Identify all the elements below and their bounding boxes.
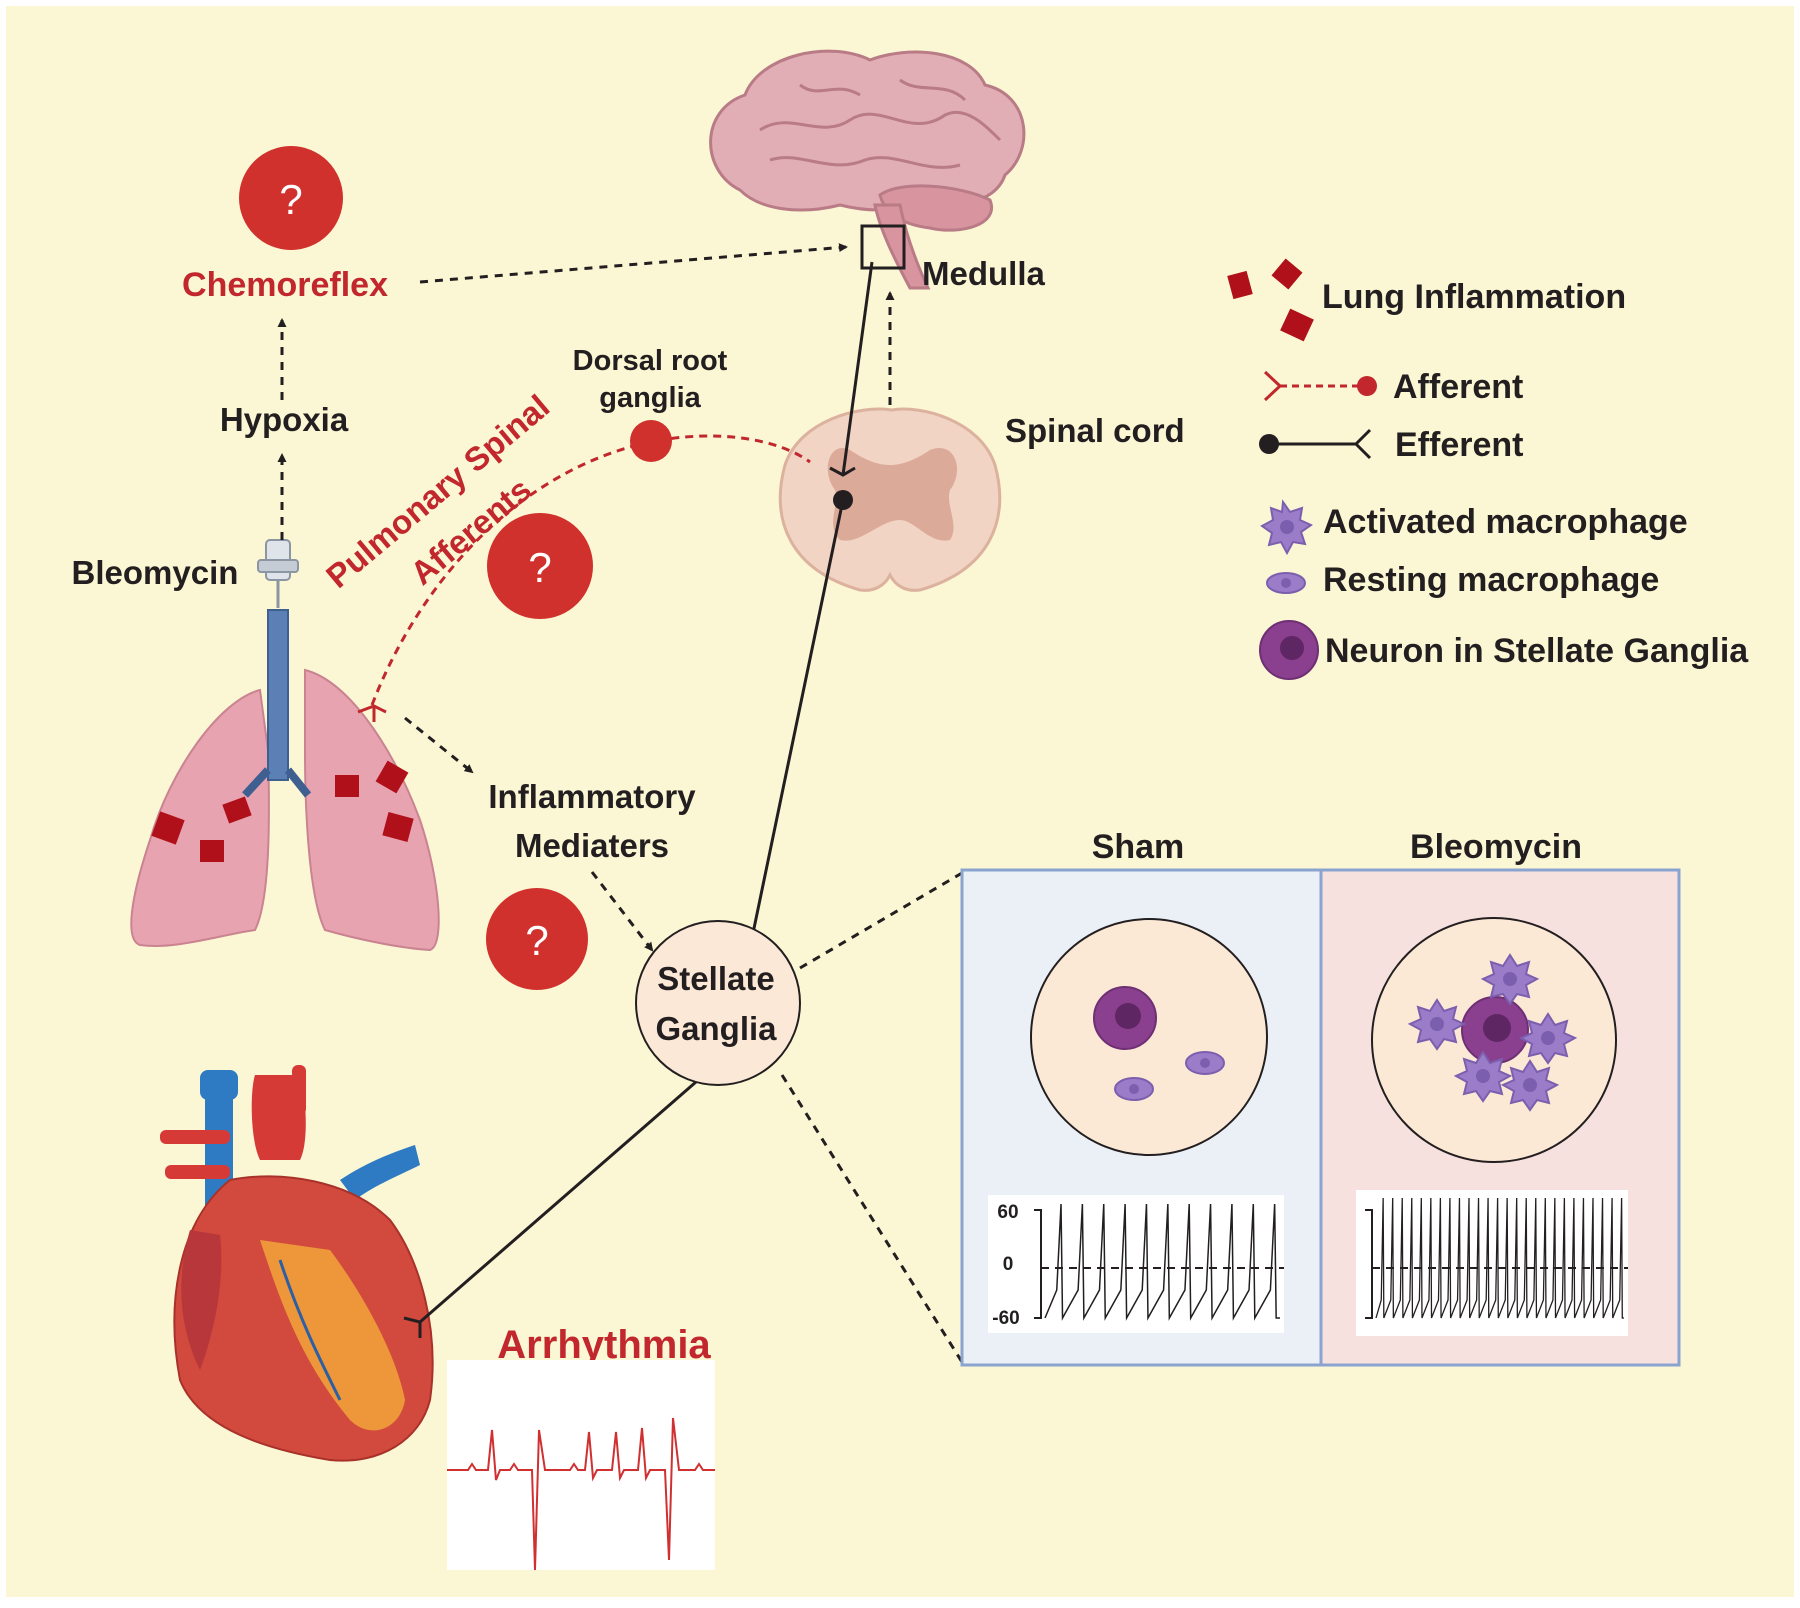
sham-trace-box (988, 1195, 1284, 1333)
activated-macrophage-icon (1260, 499, 1314, 556)
activated-macrophage (1518, 1012, 1578, 1065)
question-mark: ? (525, 917, 548, 964)
stellate-ganglia (635, 920, 801, 1086)
inflammatory-label: Inflammatory (488, 778, 696, 815)
bleomycin-label: Bleomycin (72, 554, 239, 591)
arrow-chemoreflex-medulla (419, 243, 848, 284)
resting-macrophage-icon (1266, 572, 1306, 594)
arrhythmia-label: Arrhythmia (497, 1323, 711, 1367)
arrow-mediators-stellate (590, 871, 654, 952)
sham-tick-0: 0 (1003, 1254, 1014, 1275)
question-mark: ? (528, 544, 551, 591)
medulla-box (860, 224, 906, 270)
medulla-label: Medulla (922, 255, 1045, 292)
efferent-legend-icon (1353, 428, 1372, 460)
afferent-nerve (357, 420, 811, 722)
activated-macrophage (1480, 953, 1540, 1006)
ecg-trace (447, 1360, 715, 1571)
afferent-legend-dot (1357, 376, 1377, 396)
dorsal-root-label: Dorsal root (573, 345, 728, 377)
legend-resting-macrophage: Resting macrophage (1323, 561, 1659, 599)
lung-inflammation-icon (1227, 270, 1253, 300)
legend-activated-macrophage: Activated macrophage (1323, 503, 1688, 541)
question-circle-mediators (486, 888, 588, 990)
legend-efferent: Efferent (1395, 426, 1523, 464)
activated-macrophage (1453, 1050, 1513, 1103)
bleo-action-potentials (1375, 1197, 1624, 1319)
bleo-trace-box (1356, 1190, 1628, 1336)
neuron-icon (1259, 620, 1319, 680)
spinal-cord-label: Spinal cord (1005, 412, 1185, 449)
lung-inflammation-icon (1271, 258, 1303, 290)
hypoxia-label: Hypoxia (220, 401, 349, 438)
lungs-icon (130, 609, 440, 952)
activated-macrophage (1407, 998, 1467, 1051)
neuron (1461, 996, 1529, 1064)
legend-neuron: Neuron in Stellate Ganglia (1325, 632, 1749, 670)
question-mark: ? (279, 176, 302, 223)
resting-macrophage (1185, 1051, 1225, 1075)
legend: Lung Inflammation Afferent Efferent Acti… (1227, 258, 1749, 680)
zoom-line-bottom (780, 1074, 964, 1363)
question-circle-afferents (487, 513, 593, 619)
sham-action-potentials (1044, 1203, 1280, 1321)
sham-title: Sham (1092, 828, 1185, 866)
brain-icon (709, 49, 1026, 290)
legend-afferent: Afferent (1393, 368, 1523, 406)
chemoreflex-label: Chemoreflex (182, 266, 388, 304)
legend-lung-inflammation: Lung Inflammation (1322, 278, 1626, 316)
stellate-label: Stellate (657, 960, 774, 997)
sham-tick-60: 60 (997, 1202, 1018, 1223)
question-circle-chemoreflex (239, 146, 343, 250)
activated-macrophage (1500, 1059, 1560, 1112)
syringe-icon (257, 539, 299, 608)
bleomycin-title: Bleomycin (1410, 828, 1582, 866)
resting-macrophage (1114, 1077, 1154, 1101)
sham-tick-neg60: -60 (992, 1308, 1019, 1329)
ganglia-stellate-label: Ganglia (655, 1010, 777, 1047)
heart-icon (160, 1065, 434, 1462)
mediaters-label: Mediaters (515, 827, 669, 864)
bleo-scale-bar (1365, 1209, 1373, 1319)
dorsal-root-ganglion (630, 420, 672, 462)
neuron (1093, 986, 1157, 1050)
sham-scale-bar (1034, 1209, 1042, 1319)
spinal-cord-icon (778, 407, 1002, 592)
lung-inflammation-icon (1280, 308, 1314, 342)
zoom-line-top (799, 871, 963, 970)
ganglia-label: ganglia (599, 382, 701, 414)
